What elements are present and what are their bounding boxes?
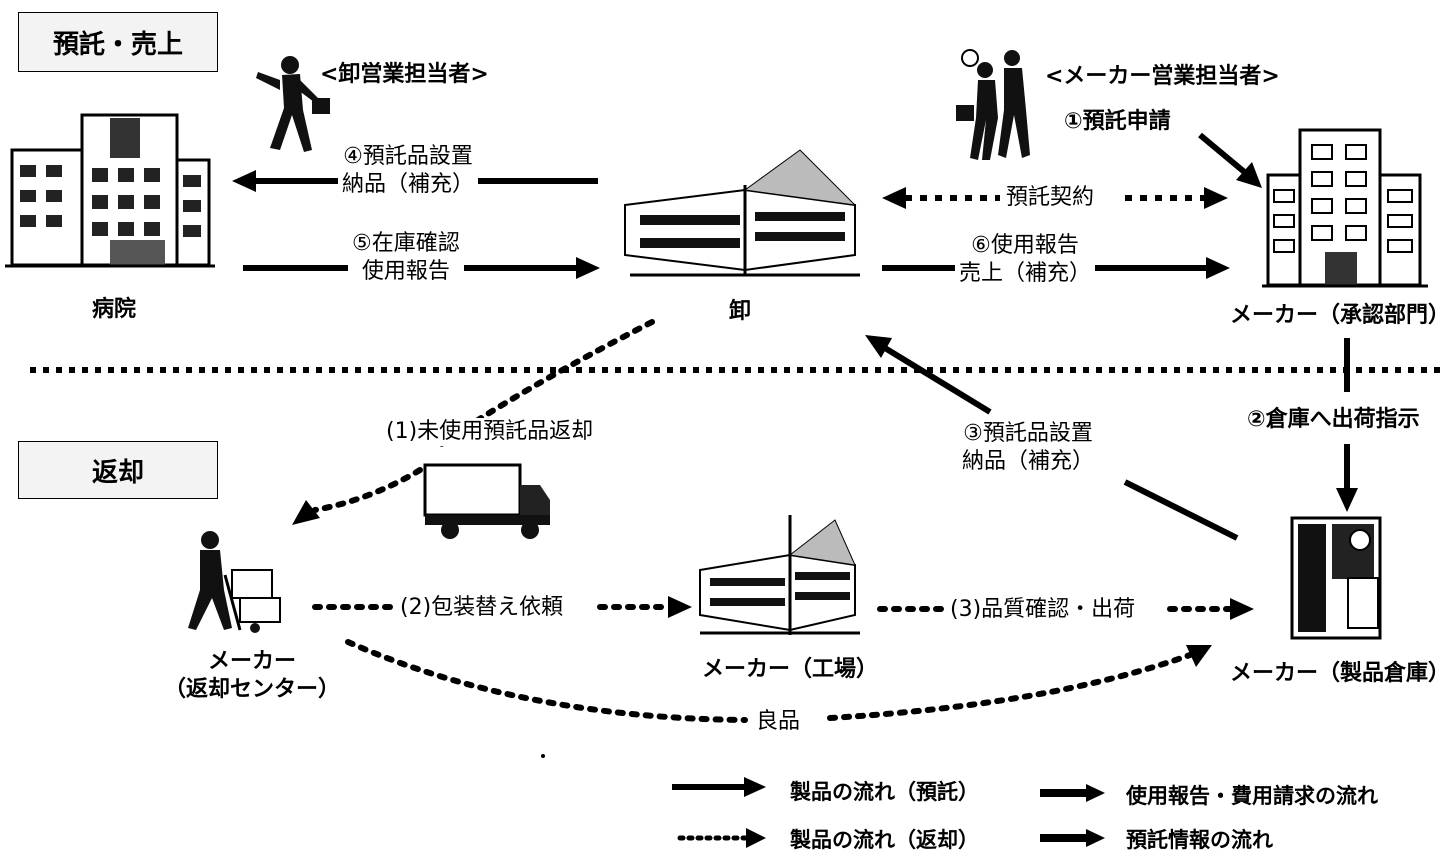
maker-office-building-icon [1262,128,1428,288]
node-maker-return-center: メーカー （返却センター） [160,648,344,704]
label-step5-line1: ⑤在庫確認 [352,231,460,256]
legend-arrow-return-product [677,828,766,848]
delivery-truck-icon [423,463,550,539]
arrow-return1 [292,319,655,525]
label-step6-line1: ⑥使用報告 [971,233,1079,258]
node-maker-approval: メーカー（承認部門） [1230,303,1447,328]
node-maker-return-center-line1: メーカー [208,649,297,674]
legend-arrow-consign-product [672,777,766,797]
label-return1: (1)未使用預託品返却 [382,418,598,446]
stray-dot [541,754,545,758]
section-title-consign-sales: 預託・売上 [52,29,183,60]
label-step4-line1: ④預託品設置 [343,144,473,169]
wholesaler-salesperson-icon [256,56,330,152]
label-step6: ⑥使用報告 売上（補充） [955,232,1096,288]
node-maker-factory: メーカー（工場） [702,657,879,682]
label-step3-line2: 納品（補充） [962,449,1095,474]
arrow-step1 [1198,132,1262,188]
label-step1: ①預託申請 [1060,108,1175,136]
return-center-worker-icon [188,531,281,633]
maker-salespeople-icon [956,49,1030,160]
arrow-return3 [877,598,1254,620]
legend-usage-billing: 使用報告・費用請求の流れ [1126,784,1378,808]
wholesaler-building-icon [624,149,860,277]
label-step5-line2: 使用報告 [361,259,450,284]
label-step4-line2: 納品（補充） [342,172,475,197]
arrow-return2 [312,596,692,618]
hospital-building-icon [5,113,215,268]
arrow-step3 [865,335,1239,541]
warehouse-worker-icon [1290,516,1382,640]
label-good: 良品 [752,708,805,736]
legend-consign-info: 預託情報の流れ [1126,828,1273,852]
maker-sales-heading: <メーカー営業担当者> [1045,64,1280,89]
node-maker-return-center-line2: （返却センター） [164,677,341,702]
label-return3: (3)品質確認・出荷 [946,596,1140,624]
wholesaler-sales-heading: <卸営業担当者> [320,62,489,87]
arrow-step2 [1336,338,1358,512]
label-step3: ③預託品設置 納品（補充） [958,420,1099,476]
label-step4: ④預託品設置 納品（補充） [338,143,479,199]
arrow-good [345,639,1212,723]
label-step3-line1: ③預託品設置 [963,421,1093,446]
label-step5: ⑤在庫確認 使用報告 [348,230,464,286]
maker-factory-icon [699,515,860,635]
legend-arrow-usage-billing [1040,784,1105,802]
legend-consign-product: 製品の流れ（預託） [790,780,979,804]
label-step6-line2: 売上（補充） [959,261,1092,286]
label-return2: (2)包装替え依頼 [396,594,568,622]
section-box-return: 返却 [18,441,218,499]
section-box-consign-sales: 預託・売上 [18,12,218,72]
node-hospital: 病院 [92,297,137,322]
label-step2: ②倉庫へ出荷指示 [1243,406,1424,434]
legend-return-product: 製品の流れ（返却） [790,828,979,852]
arrow-contract [882,187,1228,209]
legend-arrow-consign-info [1040,829,1105,847]
node-wholesaler: 卸 [729,299,752,324]
label-contract: 預託契約 [1002,184,1099,212]
section-title-return: 返却 [91,457,144,488]
node-maker-warehouse: メーカー（製品倉庫） [1230,661,1447,686]
